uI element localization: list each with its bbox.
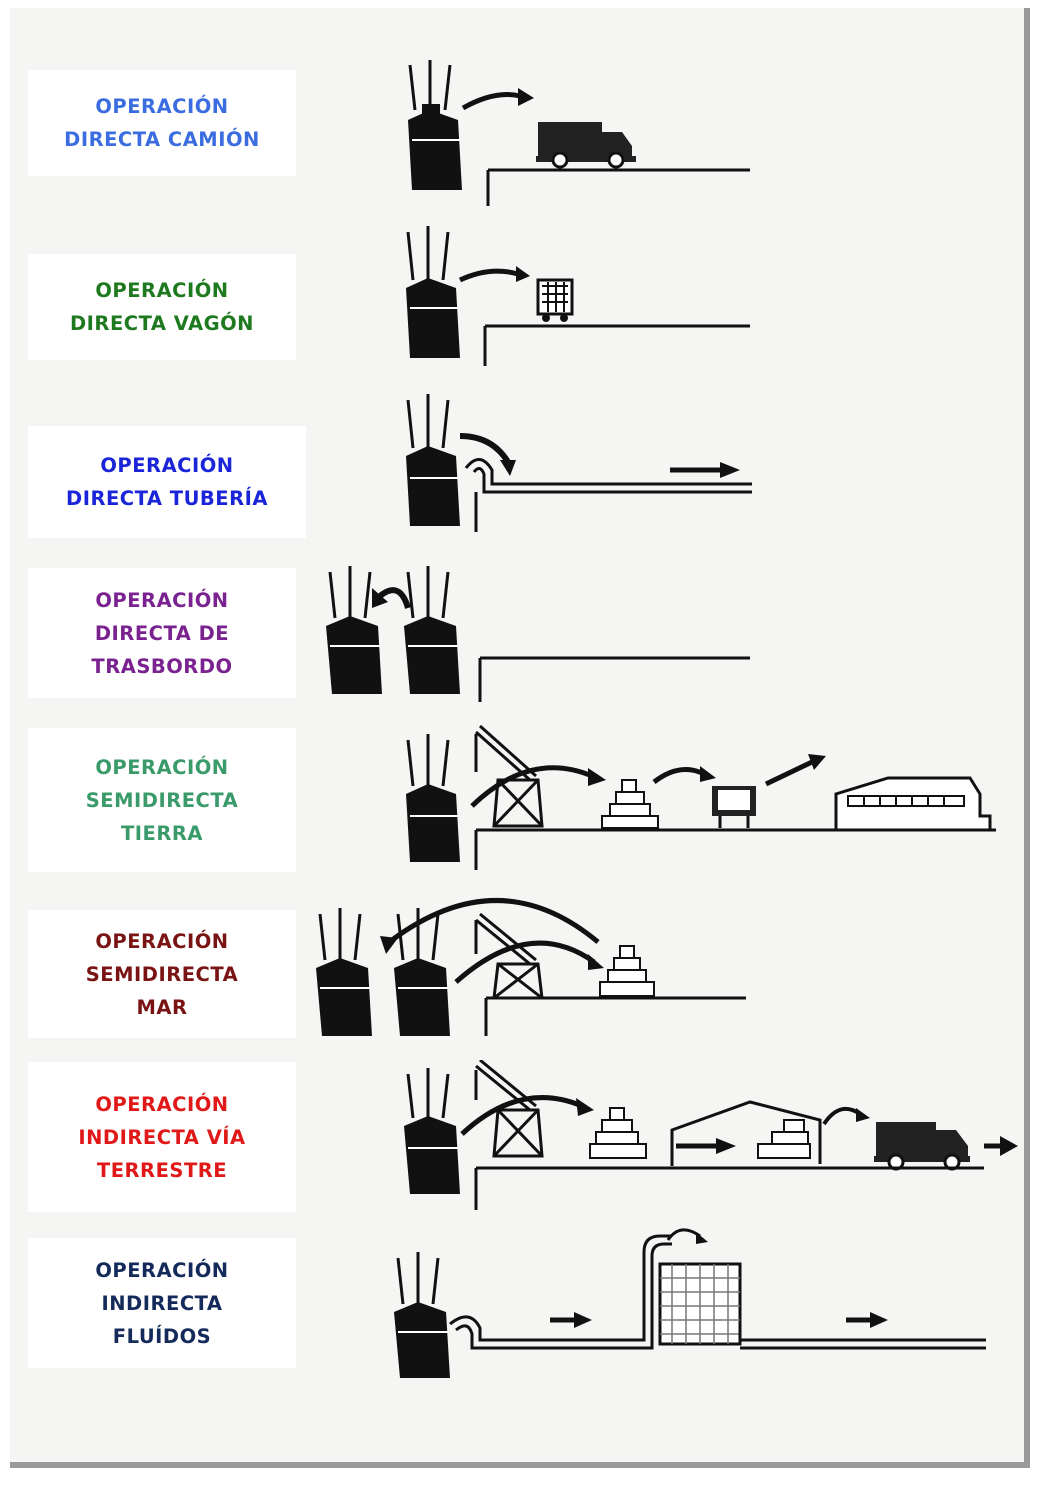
operation-subtitle: SEMIDIRECTA (86, 784, 239, 817)
operation-title: OPERACIÓN (95, 925, 228, 958)
operation-subtitle: DIRECTA TUBERÍA (66, 482, 268, 515)
operation-subtitle: INDIRECTA (101, 1287, 222, 1320)
operation-label: OPERACIÓN DIRECTA VAGÓN (28, 254, 296, 360)
operation-title: OPERACIÓN (95, 1088, 228, 1121)
operation-subtitle: DIRECTA CAMIÓN (64, 123, 260, 156)
scene-ship-yard-warehouse-truck (280, 1060, 1020, 1220)
operation-row-semidirecta-mar: OPERACIÓN SEMIDIRECTA MAR (10, 880, 1030, 1040)
operation-row-indirecta-fluidos: OPERACIÓN INDIRECTA FLUÍDOS (10, 1228, 1030, 1388)
operation-title: OPERACIÓN (95, 90, 228, 123)
operation-subtitle: DIRECTA DE (95, 617, 229, 650)
operation-label: OPERACIÓN DIRECTA TUBERÍA (28, 426, 306, 538)
scene-ship-to-wagon (280, 220, 760, 370)
operation-label: OPERACIÓN INDIRECTA FLUÍDOS (28, 1238, 296, 1368)
operation-subtitle: TRASBORDO (91, 650, 232, 683)
operation-subtitle: MAR (136, 991, 187, 1024)
operation-title: OPERACIÓN (95, 1254, 228, 1287)
page: OPERACIÓN DIRECTA CAMIÓN OP (10, 8, 1030, 1468)
scene-ship-crane-yard-warehouse (280, 720, 1000, 870)
scene-ship-crane-yard-ship (280, 880, 760, 1040)
operation-subtitle: INDIRECTA VÍA (78, 1121, 245, 1154)
operation-row-indirecta-via-terrestre: OPERACIÓN INDIRECTA VÍA TERRESTRE (10, 1060, 1030, 1220)
operation-title: OPERACIÓN (95, 274, 228, 307)
operation-label: OPERACIÓN INDIRECTA VÍA TERRESTRE (28, 1062, 296, 1212)
scene-ship-to-pipeline (280, 386, 760, 536)
operation-row-semidirecta-tierra: OPERACIÓN SEMIDIRECTA TIERRA (10, 720, 1030, 870)
operation-subtitle: TERRESTRE (97, 1154, 227, 1187)
operation-row-directa-tuberia: OPERACIÓN DIRECTA TUBERÍA (10, 386, 1030, 536)
operation-title: OPERACIÓN (100, 449, 233, 482)
scene-ship-pipeline-tank (280, 1228, 1000, 1388)
operation-subtitle: SEMIDIRECTA (86, 958, 239, 991)
operation-title: OPERACIÓN (95, 751, 228, 784)
scene-ship-to-truck (280, 60, 760, 210)
operation-label: OPERACIÓN DIRECTA CAMIÓN (28, 70, 296, 176)
operation-subtitle: TIERRA (121, 817, 203, 850)
operation-label: OPERACIÓN DIRECTA DE TRASBORDO (28, 568, 296, 698)
operation-row-directa-camion: OPERACIÓN DIRECTA CAMIÓN (10, 60, 1030, 210)
operation-row-directa-vagon: OPERACIÓN DIRECTA VAGÓN (10, 220, 1030, 370)
operation-subtitle: DIRECTA VAGÓN (70, 307, 254, 340)
operation-label: OPERACIÓN SEMIDIRECTA TIERRA (28, 728, 296, 872)
operation-subtitle: FLUÍDOS (113, 1320, 211, 1353)
operation-label: OPERACIÓN SEMIDIRECTA MAR (28, 910, 296, 1038)
operation-title: OPERACIÓN (95, 584, 228, 617)
scene-ship-to-ship (280, 560, 760, 710)
operation-row-directa-trasbordo: OPERACIÓN DIRECTA DE TRASBORDO (10, 560, 1030, 710)
